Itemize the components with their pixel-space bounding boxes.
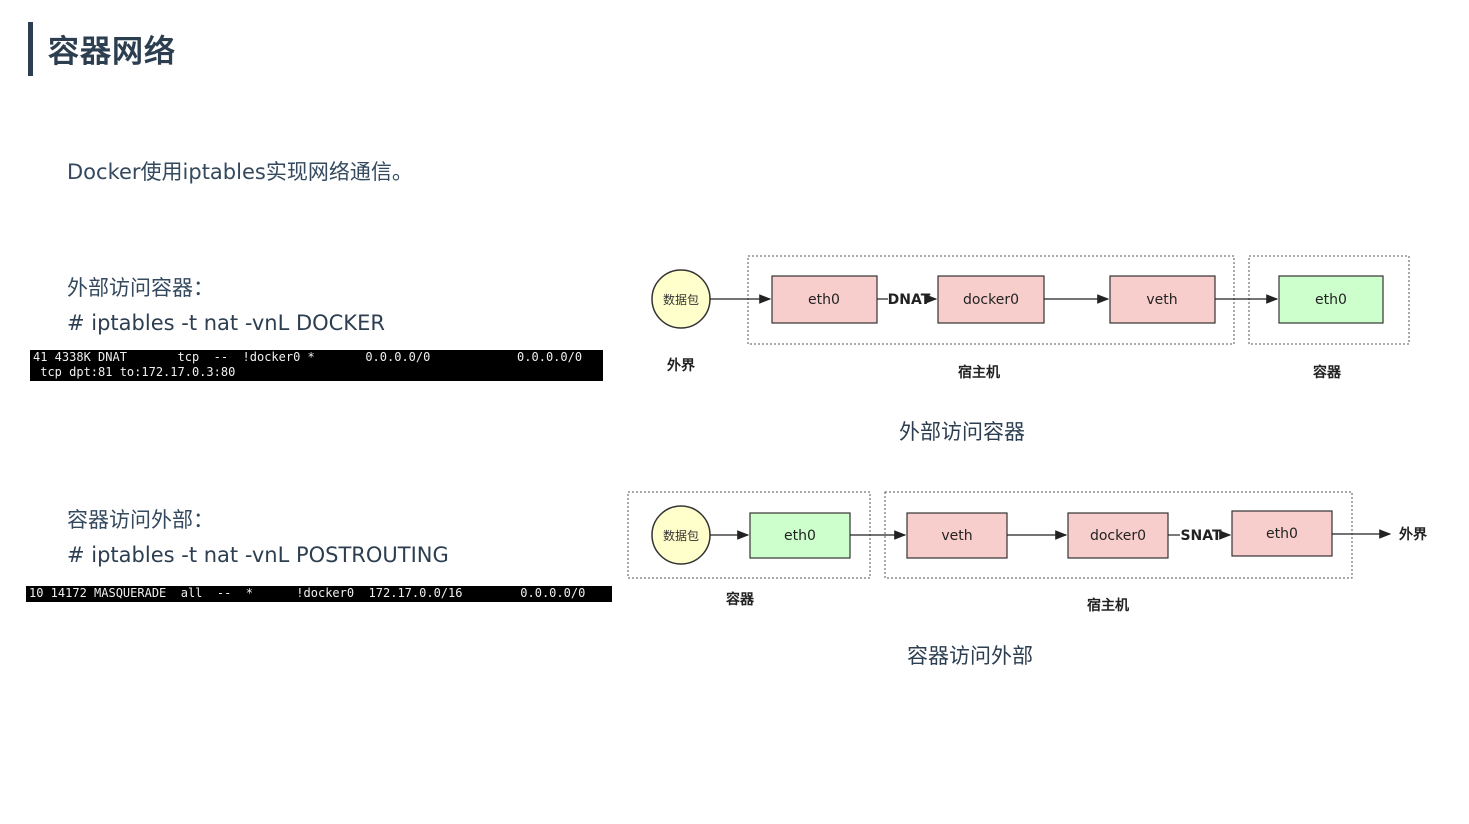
diagram-container-to-external: 数据包 eth0 veth docker0 SNAT eth0 外界 容器 宿主… [627,491,1428,614]
outside-label: 外界 [1399,526,1428,543]
host-eth0-label: eth0 [808,292,840,308]
section-container-to-external-label: 容器访问外部： [67,508,214,532]
host-label: 宿主机 [1087,597,1129,614]
container-label: 容器 [1312,364,1342,381]
veth-label: veth [1146,292,1177,308]
veth-label: veth [941,528,972,544]
docker0-box [1067,512,1169,559]
packet-label: 数据包 [663,292,699,307]
dnat-label: DNAT [888,292,931,308]
host-dashed-frame [747,255,1235,345]
diagram-caption-container-to-external: 容器访问外部 [907,644,1033,668]
terminal-line: 41 4338K DNAT tcp -- !docker0 * 0.0.0.0/… [33,350,583,364]
intro-text: Docker使用iptables实现网络通信。 [67,160,413,184]
container-eth0-box [749,512,851,559]
command-postrouting-chain: # iptables -t nat -vnL POSTROUTING [67,543,449,567]
section-external-to-container-label: 外部访问容器： [67,276,214,300]
outside-label: 外界 [667,357,696,374]
packet-label: 数据包 [663,528,699,543]
container-dashed-frame [1248,255,1410,345]
snat-label: SNAT [1180,528,1222,544]
host-eth0-box [1231,510,1333,557]
docker0-box [937,275,1045,324]
terminal-output-dnat: 41 4338K DNAT tcp -- !docker0 * 0.0.0.0/… [30,350,603,381]
host-eth0-label: eth0 [1266,526,1298,542]
container-eth0-box [1278,275,1384,324]
title-accent-bar [28,22,33,76]
page-title: 容器网络 [48,34,176,70]
docker0-label: docker0 [963,292,1019,308]
container-label: 容器 [725,591,755,608]
host-label: 宿主机 [958,364,1000,381]
container-eth0-label: eth0 [1315,292,1347,308]
docker0-label: docker0 [1090,528,1146,544]
host-dashed-frame [884,491,1353,579]
diagram-external-to-container: 数据包 eth0 DNAT docker0 veth eth0 外界 宿主机 容… [651,255,1410,381]
container-eth0-label: eth0 [784,528,816,544]
host-eth0-box [771,275,878,324]
terminal-output-masquerade: 10 14172 MASQUERADE all -- * !docker0 17… [26,586,612,602]
command-docker-chain: # iptables -t nat -vnL DOCKER [67,311,385,335]
veth-box [906,512,1008,559]
terminal-line: tcp dpt:81 to:172.17.0.3:80 [33,365,236,379]
diagram-caption-external-to-container: 外部访问容器 [899,420,1025,444]
terminal-line: 10 14172 MASQUERADE all -- * !docker0 17… [29,586,586,600]
